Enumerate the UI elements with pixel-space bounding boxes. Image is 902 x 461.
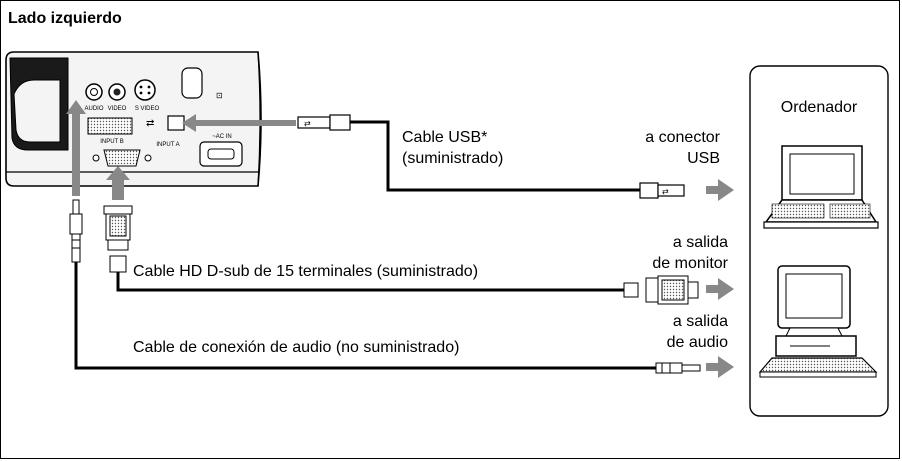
usb-connector-computer-end: ⇄ [639,182,685,199]
svg-text:⇄: ⇄ [304,119,311,128]
input-a-port: INPUT A [92,142,180,167]
monitor-target-label-1: a salida [673,234,728,251]
input-b-port: INPUT B [87,117,133,145]
usb-symbol-icon: ⇄ [146,118,154,129]
usb-out-arrow [706,179,734,201]
computer-group-label: Ordenador [781,99,858,116]
vga-connector-computer-end [623,275,699,305]
audio-target-label-2: de audio [667,334,728,351]
audio-jack-port: AUDIO [84,83,104,112]
audio-out-arrow [706,356,734,378]
usb-port [167,115,185,131]
laptop-icon [763,145,879,229]
audio-cable-label: Cable de conexión de audio (no suministr… [133,339,459,356]
port-label-input-a: INPUT A [156,142,179,148]
diagram-title: Lado izquierdo [8,10,122,27]
vga-cable [116,270,624,292]
monitor-target-label-2: de monitor [652,255,728,272]
audio-arrow [66,100,86,196]
port-label-ac-in: ~AC IN [212,134,232,140]
misc-symbol: ⊡ [216,91,223,100]
port-label-audio: AUDIO [84,106,103,112]
vga-arrow [106,166,130,200]
projector-left-side: AUDIO VIDEO S VIDEO ⊡ INPUT B ⇄ [5,51,262,187]
monitor-out-arrow [706,278,734,300]
audio-plug-projector-end [69,199,83,263]
direction-arrows [66,100,734,378]
ac-in-port: ~AC IN [199,134,243,167]
usb-target-label-2: USB [687,150,720,167]
usb-target-label-1: a conector [645,129,720,146]
port-label-video: VIDEO [108,106,127,112]
vga-connector-projector-end [103,205,133,273]
usb-cable-name: Cable USB* [402,129,487,146]
usb-cable [350,120,640,192]
audio-plug-computer-end [655,362,701,374]
port-label-input-b: INPUT B [100,139,124,145]
usb-connector-projector-end: ⇄ [297,114,351,131]
audio-cable [74,262,656,370]
port-label-s-video: S VIDEO [135,106,160,112]
hd-dsub-cable-label: Cable HD D-sub de 15 terminales (suminis… [133,263,478,280]
cables [74,120,656,370]
desktop-computer-icon [758,265,878,378]
s-video-jack-port: S VIDEO [134,79,160,112]
usb-arrow [182,114,296,132]
audio-target-label-1: a salida [673,313,728,330]
video-jack-port: VIDEO [108,83,127,112]
usb-cable-supplied: (suministrado) [402,150,503,167]
svg-text:⇄: ⇄ [662,187,669,196]
